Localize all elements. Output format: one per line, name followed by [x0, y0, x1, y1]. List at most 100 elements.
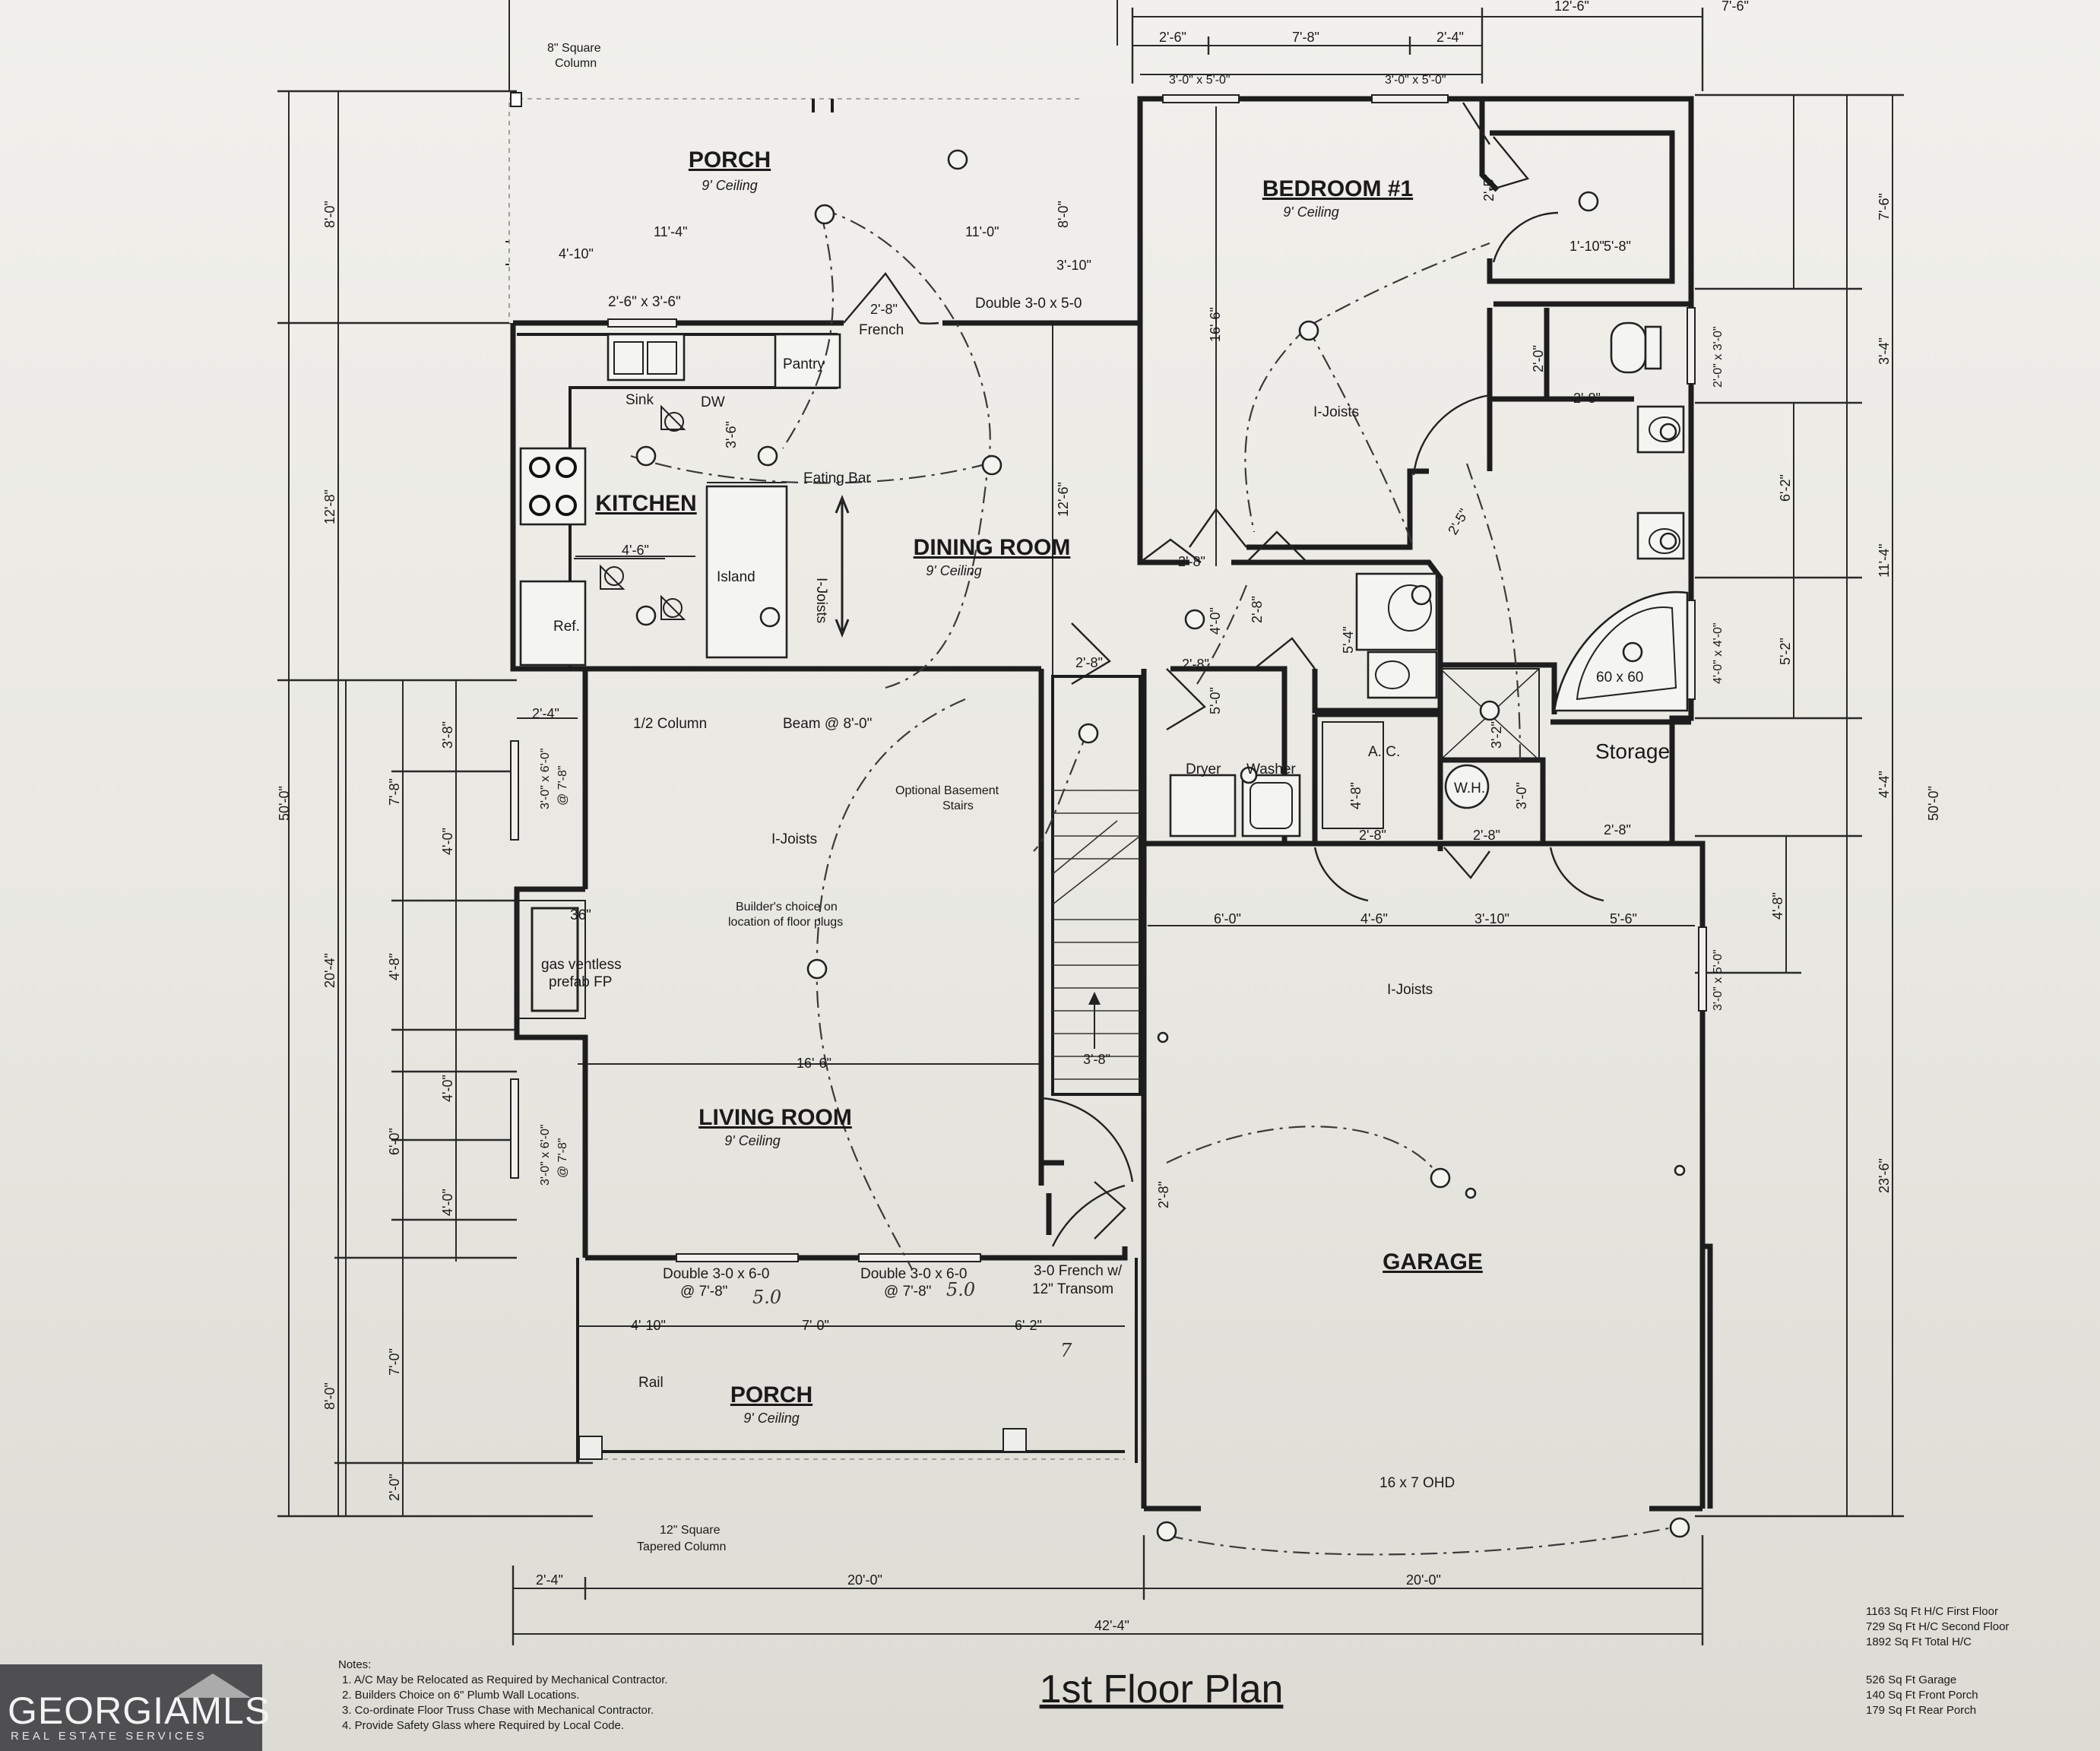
dim-text: 2'-6" — [1159, 30, 1186, 45]
electrical — [630, 149, 1690, 1556]
dining-room-title: DINING ROOM — [914, 535, 1071, 560]
dim-text: 8'-0" — [1056, 201, 1071, 228]
pendant-light-icon — [757, 445, 778, 467]
hall-toilet-icon — [1367, 651, 1438, 699]
label-front-door-transom: 12" Transom — [1032, 1281, 1113, 1297]
dining-room-ceiling: 9' Ceiling — [926, 563, 981, 578]
label-rear-window: 2'-6" x 3'-6" — [608, 294, 681, 310]
ceiling-light-icon — [1411, 584, 1432, 606]
dim-text: 7'-6" — [1877, 193, 1892, 220]
label-square-column-2: Column — [555, 57, 597, 70]
bath-fixtures — [516, 321, 1689, 1019]
tapered-column-icon — [578, 1436, 603, 1460]
dim-text: 4'-0" — [440, 1189, 455, 1216]
rear-porch-title: PORCH — [689, 147, 771, 173]
notes-block: Notes: 1. A/C May be Relocated as Requir… — [338, 1658, 668, 1732]
notes-heading: Notes: — [338, 1658, 371, 1671]
label-living-window-bottom-height: @ 7'-8" — [556, 1138, 569, 1178]
dim-text: 2'-8" — [1604, 822, 1631, 838]
dim-text: 42'-4" — [1094, 1618, 1129, 1633]
dim-text: 4'-0" — [1208, 607, 1223, 635]
label-living-window-bottom: 3'-0" x 6'-0" — [539, 1124, 552, 1186]
kitchen-fixtures — [517, 333, 850, 669]
appliance-b-icon — [664, 412, 684, 432]
handwritten-note-a: 5.0 — [752, 1287, 781, 1308]
dim-text: 20'-4" — [322, 953, 337, 988]
dimension-lines — [277, 0, 1904, 1645]
dim-text: 4'-10" — [559, 246, 594, 261]
garage-title: GARAGE — [1383, 1249, 1483, 1274]
dim-text: 2'-0" — [387, 1474, 402, 1501]
dim-text: 4'-0" — [440, 828, 455, 855]
range-icon — [519, 447, 587, 526]
dim-text: 4'-10" — [631, 1318, 666, 1333]
label-builders-choice-2: location of floor plugs — [728, 916, 843, 929]
label-living-window-top: 3'-0" x 6'-0" — [539, 748, 552, 809]
note-item: 2. Builders Choice on 6" Plumb Wall Loca… — [342, 1689, 579, 1702]
note-item: 1. A/C May be Relocated as Required by M… — [342, 1673, 668, 1686]
label-ref: Ref. — [553, 619, 580, 635]
label-bed-window-b: 3'-0" x 5'-0" — [1385, 74, 1446, 87]
vanity-light-icon — [1659, 423, 1677, 441]
dim-text: 4'-6" — [1360, 911, 1388, 926]
dim-text: 2'-8" — [1573, 391, 1601, 406]
dim-text: 4'-8" — [1770, 892, 1785, 920]
dim-text: 4'-8" — [387, 953, 402, 980]
square-column-icon — [510, 92, 522, 107]
dim-text: 23'-6" — [1877, 1158, 1892, 1193]
dim-text: 2'-4" — [536, 1572, 563, 1588]
exterior-light-icon — [1156, 1521, 1177, 1542]
label-ijoists-living: I-Joists — [771, 831, 817, 847]
dim-text: 20'-0" — [1406, 1572, 1441, 1588]
water-heater-icon — [1444, 764, 1490, 809]
dim-text: 3'-2" — [1489, 721, 1504, 749]
pendant-light-icon — [635, 445, 657, 467]
vanity-light-icon — [1659, 532, 1677, 550]
dim-text: 12'-8" — [322, 489, 337, 524]
label-washer: Washer — [1246, 762, 1296, 777]
dim-text: 7'-8" — [387, 778, 402, 806]
label-optional-stairs-2: Stairs — [942, 800, 974, 812]
windows — [510, 94, 1707, 1262]
dim-text: 7'-6" — [1721, 0, 1749, 14]
label-rail: Rail — [638, 1375, 664, 1391]
hall-vanity-icon — [1355, 572, 1438, 651]
label-eating-bar: Eating Bar — [803, 470, 871, 486]
dim-text: 3'-10" — [1474, 911, 1509, 926]
dim-text: 1'-10" — [1569, 239, 1604, 254]
label-tapered-column: 12" Square — [660, 1524, 721, 1537]
doors — [843, 102, 1604, 1247]
label-right-window-a: 2'-0" x 3'-0" — [1712, 326, 1725, 388]
label-french-door: French — [859, 322, 904, 338]
dim-text: 6'-0" — [1214, 911, 1241, 926]
front-porch-ceiling: 9' Ceiling — [743, 1411, 799, 1426]
dim-text: 2'-8" — [1075, 655, 1103, 670]
label-front-window-a: Double 3-0 x 6-0 — [663, 1266, 769, 1282]
ceiling-light-icon — [1298, 320, 1319, 341]
dim-text: 50'-0" — [1926, 786, 1941, 821]
storage-title: Storage — [1595, 739, 1670, 763]
georgiamls-logo: GEORGIAMLS REAL ESTATE SERVICES — [0, 1664, 270, 1751]
label-sink: Sink — [626, 392, 654, 408]
dim-text: 2'-8" — [1156, 1181, 1171, 1208]
toilet-icon — [1610, 321, 1647, 374]
bedroom-door-icon — [1139, 538, 1202, 563]
label-front-window-b-height: @ 7'-8" — [884, 1284, 931, 1300]
ceiling-light-icon — [1078, 723, 1099, 744]
dim-text: 3'-4" — [1877, 337, 1892, 365]
island-icon — [705, 485, 788, 659]
label-tub: 60 x 60 — [1596, 670, 1643, 686]
label-ac: A. C. — [1368, 744, 1400, 760]
living-room-title: LIVING ROOM — [698, 1105, 852, 1130]
label-fp-prefab: prefab FP — [549, 974, 612, 990]
label-fp-type: gas ventless — [541, 957, 622, 973]
ceiling-light-icon — [1479, 700, 1500, 721]
rear-porch-ceiling: 9' Ceiling — [702, 178, 757, 193]
vanity-sink-icon — [1636, 511, 1685, 560]
washer-icon — [1241, 774, 1301, 838]
pendant-light-icon — [635, 605, 657, 626]
ceiling-light-icon — [1430, 1167, 1451, 1189]
label-front-window-a-height: @ 7'-8" — [680, 1284, 727, 1300]
fixture-labels: 8" Square Column Sink DW Pantry Eating B… — [539, 42, 1725, 1553]
dim-text: 2'-5" — [1445, 506, 1471, 537]
